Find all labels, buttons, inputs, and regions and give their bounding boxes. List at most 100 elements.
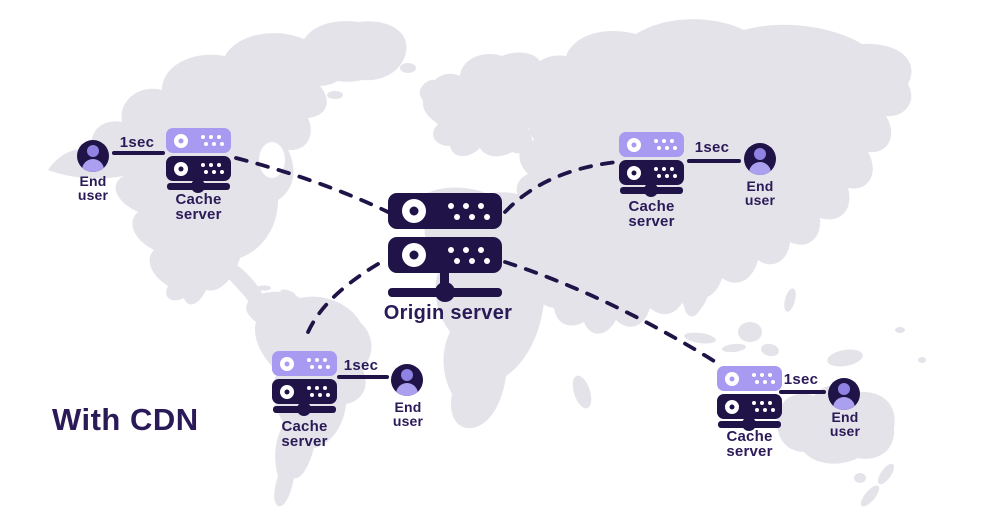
island-sakhalin <box>800 122 820 178</box>
island-sumatra <box>684 332 716 344</box>
end-user-label-line1: End <box>746 178 774 194</box>
end-user-label-line2: user <box>77 187 109 203</box>
origin-server-label: Origin server <box>383 302 513 324</box>
connection-lines <box>234 156 716 363</box>
latency-label: 1sec <box>119 134 155 151</box>
server-dots-icon <box>307 386 330 397</box>
cache-server-node <box>272 351 337 416</box>
region-central-america <box>218 262 266 307</box>
end-user-label-line2: user <box>744 192 776 208</box>
end-user-avatar <box>77 140 109 172</box>
region-indochina <box>667 253 711 317</box>
island-new-zealand-north <box>877 463 895 485</box>
person-head-icon <box>754 148 766 160</box>
origin-server-node <box>388 193 502 303</box>
cache-server-label-line1: Cache <box>175 191 222 208</box>
island-tasmania <box>854 473 866 483</box>
server-led-icon <box>627 165 641 180</box>
continent-australia <box>777 384 895 464</box>
server-led-icon <box>174 161 188 176</box>
latency-label: 1sec <box>694 139 730 156</box>
cache-server-label: Cache server <box>166 192 231 222</box>
server-rack-icon <box>166 156 231 181</box>
cache-server-label-line1: Cache <box>726 428 773 445</box>
cache-server-label: Cache server <box>619 199 684 229</box>
end-user-label-line1: End <box>831 409 859 425</box>
end-user-avatar <box>744 143 776 175</box>
cache-server-node <box>619 132 684 197</box>
island-madagascar <box>572 375 592 409</box>
server-dots-icon <box>448 202 490 220</box>
islands-pacific-1 <box>895 327 905 333</box>
cache-server-label-line2: server <box>726 443 773 460</box>
connection-origin-asia <box>503 160 619 214</box>
end-user-avatar <box>828 378 860 410</box>
islands-arctic-3 <box>327 91 343 99</box>
islands-caribbean <box>257 285 271 291</box>
island-new-guinea <box>827 349 863 367</box>
server-rack-icon <box>619 160 684 185</box>
end-user-label-line2: user <box>392 413 424 429</box>
island-sulawesi <box>761 343 779 357</box>
island-iceland <box>400 63 416 73</box>
server-dots-icon <box>654 139 677 150</box>
islands-arctic-1 <box>278 71 296 81</box>
connection-origin-north-america <box>234 156 390 214</box>
latency-label: 1sec <box>343 357 379 374</box>
person-body-icon <box>749 162 771 175</box>
cache-server-label: Cache server <box>272 419 337 449</box>
end-user-avatar <box>391 364 423 396</box>
server-dots-icon <box>448 246 490 264</box>
island-new-zealand-south <box>860 485 880 507</box>
cache-server-label-line2: server <box>628 213 675 230</box>
server-dots-icon <box>201 163 224 174</box>
end-user-label: End user <box>378 400 438 428</box>
server-dots-icon <box>654 167 677 178</box>
server-led-icon <box>280 384 294 399</box>
island-java <box>722 343 746 353</box>
server-rack-icon <box>272 379 337 404</box>
person-body-icon <box>396 383 418 396</box>
region-india <box>598 233 653 317</box>
server-dots-icon <box>307 358 330 369</box>
user-cache-link <box>687 159 741 163</box>
server-led-icon <box>402 243 426 267</box>
user-cache-link <box>337 375 389 379</box>
cache-server-label-line2: server <box>281 433 328 450</box>
server-led-icon <box>402 199 426 223</box>
server-rack-icon <box>717 394 782 419</box>
latency-label: 1sec <box>783 371 819 388</box>
person-body-icon <box>82 159 104 172</box>
server-led-icon <box>725 399 739 414</box>
server-rack-icon <box>388 193 502 229</box>
end-user-label: End user <box>63 174 123 202</box>
islands-pacific-2 <box>918 357 926 363</box>
cache-server-label: Cache server <box>717 429 782 459</box>
server-rack-icon <box>272 351 337 376</box>
user-cache-link <box>112 151 165 155</box>
end-user-label: End user <box>815 410 875 438</box>
region-arabia <box>537 225 594 292</box>
server-led-icon <box>280 356 294 371</box>
cache-server-label-line1: Cache <box>628 198 675 215</box>
server-led-icon <box>627 137 641 152</box>
person-head-icon <box>87 145 99 157</box>
island-philippines <box>784 288 796 312</box>
server-dots-icon <box>752 373 775 384</box>
server-led-icon <box>174 133 188 148</box>
end-user-label: End user <box>730 179 790 207</box>
island-japan <box>787 195 813 235</box>
continent-europe <box>422 52 551 157</box>
connection-origin-south-america <box>303 262 380 342</box>
island-japan-2 <box>772 236 788 254</box>
island-borneo <box>738 322 762 342</box>
cache-server-node <box>717 366 782 431</box>
server-led-icon <box>725 371 739 386</box>
server-rack-icon <box>388 237 502 273</box>
user-cache-link <box>779 390 826 394</box>
continent-greenland <box>300 21 407 82</box>
cache-server-node <box>166 128 231 193</box>
person-body-icon <box>833 397 855 410</box>
end-user-label-line1: End <box>394 399 422 415</box>
